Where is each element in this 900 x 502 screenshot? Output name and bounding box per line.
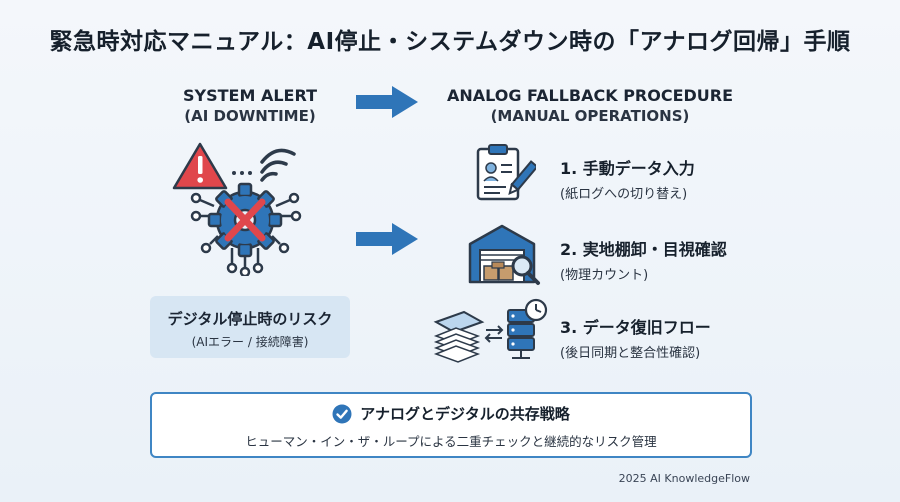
clipboard-icon bbox=[476, 144, 536, 201]
sync-arrows-icon bbox=[484, 325, 504, 343]
strategy-subtitle: ヒューマン・イン・ザ・ループによる二重チェックと継続的なリスク管理 bbox=[245, 434, 657, 449]
system-alert-heading-line2: (AI DOWNTIME) bbox=[184, 107, 316, 125]
digital-risk-box: デジタル停止時のリスク (AIエラー / 接続障害) bbox=[150, 296, 350, 358]
step-subtitle: (紙ログへの切り替え) bbox=[560, 187, 688, 202]
check-circle-icon bbox=[332, 404, 352, 423]
system-alert-heading-line1: SYSTEM ALERT bbox=[183, 86, 317, 105]
step-subtitle: (物理カウント) bbox=[560, 268, 649, 283]
risk-title: デジタル停止時のリスク bbox=[167, 310, 333, 328]
step-title: 2. 実地棚卸・目視確認 bbox=[560, 240, 727, 259]
analog-fallback-heading: ANALOG FALLBACK PROCEDURE (MANUAL OPERAT… bbox=[440, 86, 740, 126]
error-x-icon bbox=[224, 198, 266, 242]
step-title: 3. データ復旧フロー bbox=[560, 318, 711, 337]
right-arrow-icon bbox=[356, 86, 418, 118]
scanner-icon bbox=[433, 310, 485, 363]
warehouse-icon bbox=[468, 224, 540, 285]
step-title: 1. 手動データ入力 bbox=[560, 159, 695, 178]
risk-subtitle: (AIエラー / 接続障害) bbox=[191, 335, 309, 349]
strategy-title: アナログとデジタルの共存戦略 bbox=[360, 405, 570, 423]
page-title: 緊急時対応マニュアル：AI停止・システムダウン時の「アナログ回帰」手順 bbox=[49, 29, 851, 55]
right-arrow-icon bbox=[356, 223, 418, 255]
step-manual-data-entry: 1. 手動データ入力 (紙ログへの切り替え) bbox=[560, 155, 695, 202]
step-data-recovery: 3. データ復旧フロー (後日同期と整合性確認) bbox=[560, 314, 711, 361]
coexistence-strategy-box: アナログとデジタルの共存戦略 ヒューマン・イン・ザ・ループによる二重チェックと継… bbox=[150, 392, 752, 458]
analog-fallback-heading-line2: (MANUAL OPERATIONS) bbox=[490, 107, 690, 125]
system-alert-heading: SYSTEM ALERT (AI DOWNTIME) bbox=[150, 86, 350, 126]
step-physical-inventory: 2. 実地棚卸・目視確認 (物理カウント) bbox=[560, 236, 727, 283]
footer-credit: 2025 AI KnowledgeFlow bbox=[618, 472, 750, 485]
strategy-title-row: アナログとデジタルの共存戦略 bbox=[152, 403, 750, 424]
wifi-signal-icon bbox=[260, 148, 296, 182]
dots-icon bbox=[232, 171, 252, 175]
analog-fallback-heading-line1: ANALOG FALLBACK PROCEDURE bbox=[446, 86, 734, 105]
circuit-node-icons bbox=[190, 192, 302, 276]
step-subtitle: (後日同期と整合性確認) bbox=[560, 346, 701, 361]
server-restore-icon bbox=[433, 298, 548, 363]
warning-triangle-icon bbox=[172, 142, 228, 190]
ai-downtime-illustration bbox=[172, 142, 302, 276]
clock-icon bbox=[524, 298, 548, 322]
